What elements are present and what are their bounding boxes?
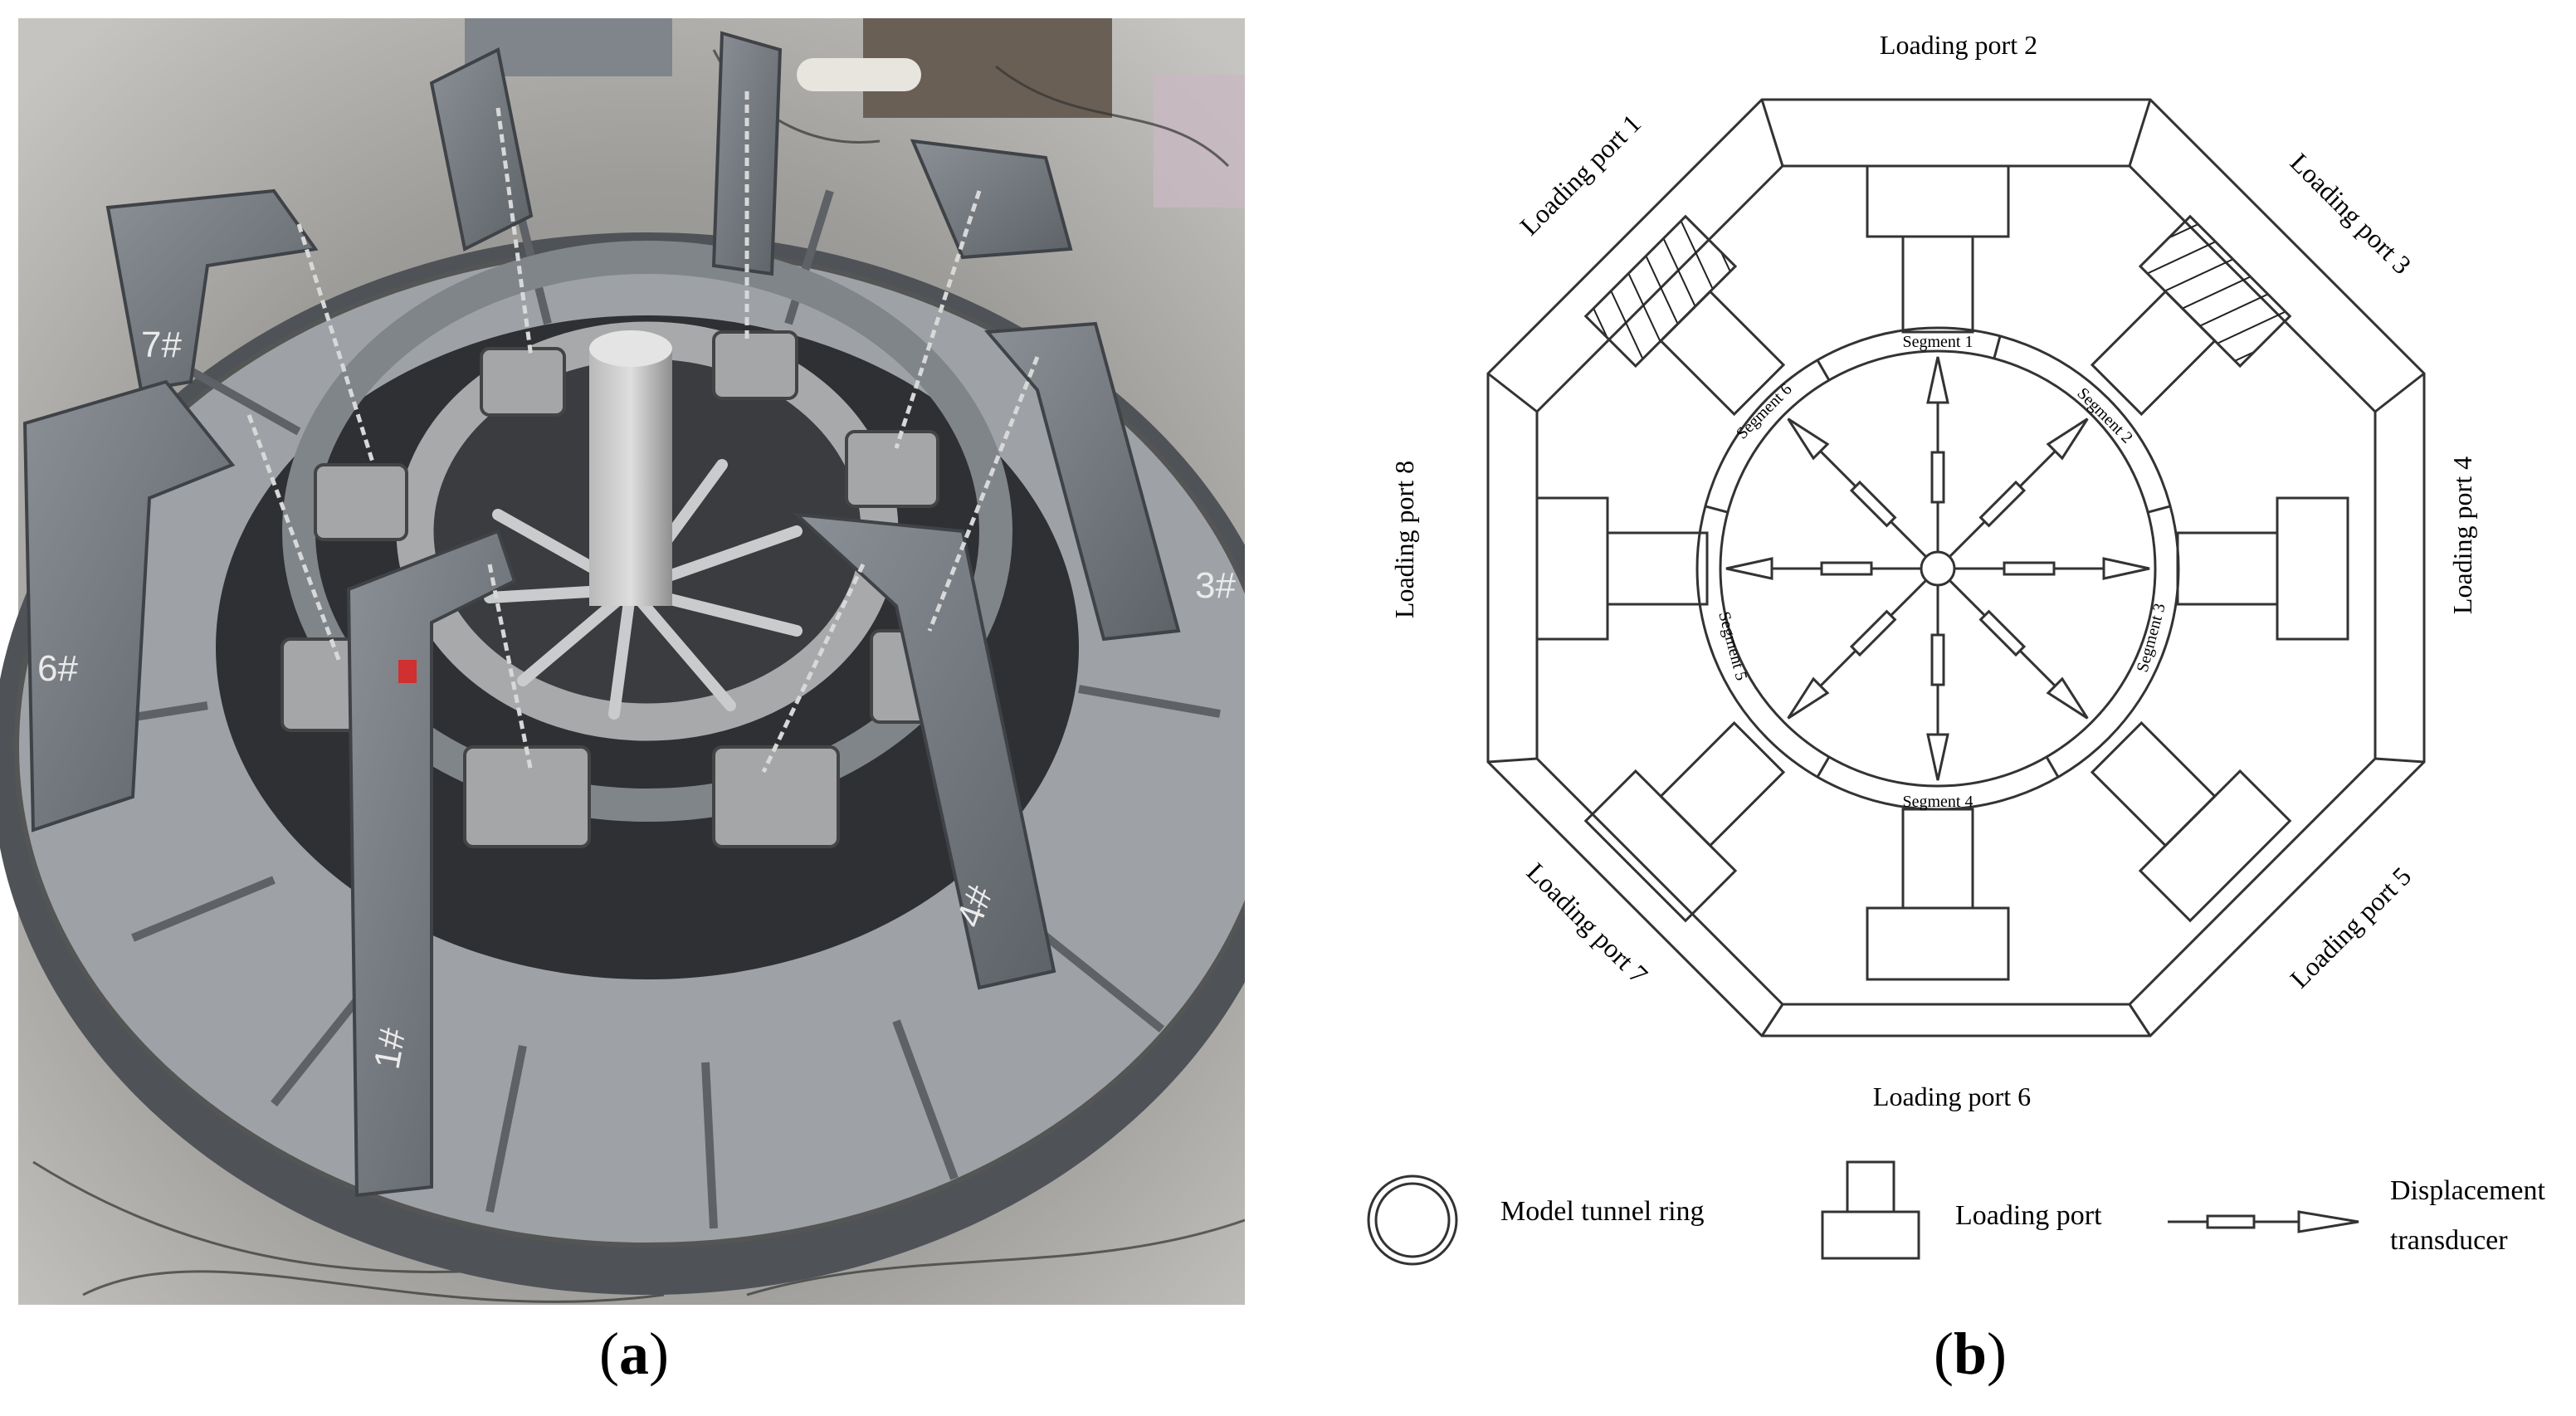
transducer-arrow-8 [1949, 417, 2089, 558]
transducer-arrow-3 [1926, 585, 1949, 781]
caption-b: (b) [1934, 1320, 2007, 1389]
loading-port-block-top-left [2090, 214, 2292, 417]
loading-port-7-label: Loading port 7 [1521, 857, 1654, 989]
photo-center-post-top [589, 330, 672, 367]
segment-4-label: Segment 4 [1903, 793, 1973, 811]
segment-joint-3 [2045, 756, 2060, 778]
caption-a-close: ) [648, 1321, 669, 1387]
photo-background-pipe [797, 58, 921, 91]
loading-port-block-bottom [1866, 808, 2010, 981]
legend-transducer-label-1: Displacement [2390, 1175, 2545, 1206]
segment-1-label: Segment 1 [1903, 333, 1973, 351]
loading-port-block-left [1535, 496, 1709, 641]
segment-joint-1 [1993, 335, 2002, 359]
transducer-arrow-2 [1949, 579, 2089, 720]
caption-b-open: ( [1934, 1321, 1954, 1387]
segment-joints [1705, 335, 2171, 778]
transducer-arrow-6 [1787, 417, 1927, 558]
photo-label-3: 3# [1195, 565, 1236, 606]
photo-center-post [589, 349, 672, 606]
photo-chains [246, 91, 1040, 774]
octagon-corner-lines [1487, 99, 2425, 1037]
photo-label-1: 1# [367, 1025, 414, 1072]
segment-joint-4 [1816, 756, 1831, 778]
photo-red-tag [398, 660, 417, 683]
loading-port-8-label: Loading port 8 [1389, 461, 1419, 618]
photo-label-6: 6# [37, 648, 78, 689]
photo-pixelated-patch [1154, 75, 1245, 208]
loading-port-1-label: Loading port 1 [1514, 108, 1647, 241]
loading-port-block-bottom-left [1583, 720, 1786, 923]
transducers [1725, 356, 2150, 781]
tunnel-ring-inner [1719, 349, 2157, 788]
transducer-arrow-1 [1954, 557, 2150, 580]
center-hub [1920, 550, 1956, 587]
loading-port-block-right [2176, 496, 2349, 641]
transducer-arrow-4 [1787, 579, 1927, 720]
loading-port-block-top-right [1583, 214, 1786, 417]
legend-ring-label: Model tunnel ring [1500, 1196, 1705, 1227]
photo-middle-ring [282, 241, 1012, 822]
caption-b-close: ) [1987, 1321, 2008, 1387]
loading-port-block-bottom-right [2090, 720, 2292, 923]
segment-joint-5 [1705, 505, 1729, 514]
photo-label-7: 7# [141, 325, 182, 365]
loading-port-4-label: Loading port 4 [2447, 457, 2477, 614]
photo-arms [22, 31, 1181, 1198]
segment-joint-6 [1816, 359, 1831, 381]
segment-3-label: Segment 3 [2134, 602, 2169, 675]
caption-a: (a) [599, 1320, 669, 1389]
loading-port-6-label: Loading port 6 [1873, 1082, 2031, 1111]
transducer-arrow-5 [1725, 557, 1921, 580]
tunnel-ring-outer [1695, 326, 2180, 811]
segment-joint-2 [2147, 505, 2171, 514]
transducer-arrow-7 [1926, 356, 1949, 552]
loading-port-3-label: Loading port 3 [2285, 147, 2417, 280]
caption-a-letter: a [618, 1321, 649, 1387]
legend-ring-icon [1367, 1174, 1458, 1266]
caption-b-letter: b [1953, 1321, 1988, 1387]
test-rig-photo: 7# 3# 6# 4# 1# [0, 18, 1245, 1305]
legend-transducer-label-2: transducer [2390, 1225, 2508, 1256]
loading-port-block-top [1866, 164, 2010, 334]
legend-ring-icon-inner [1374, 1182, 1451, 1258]
caption-a-open: ( [599, 1321, 619, 1387]
legend-port-icon [1821, 1160, 1920, 1260]
legend: Model tunnel ring Loading port Displacem… [1367, 1160, 2545, 1266]
legend-transducer-icon [2168, 1210, 2359, 1233]
loading-port-2-label: Loading port 2 [1880, 30, 2037, 60]
legend-port-label: Loading port [1955, 1200, 2102, 1231]
